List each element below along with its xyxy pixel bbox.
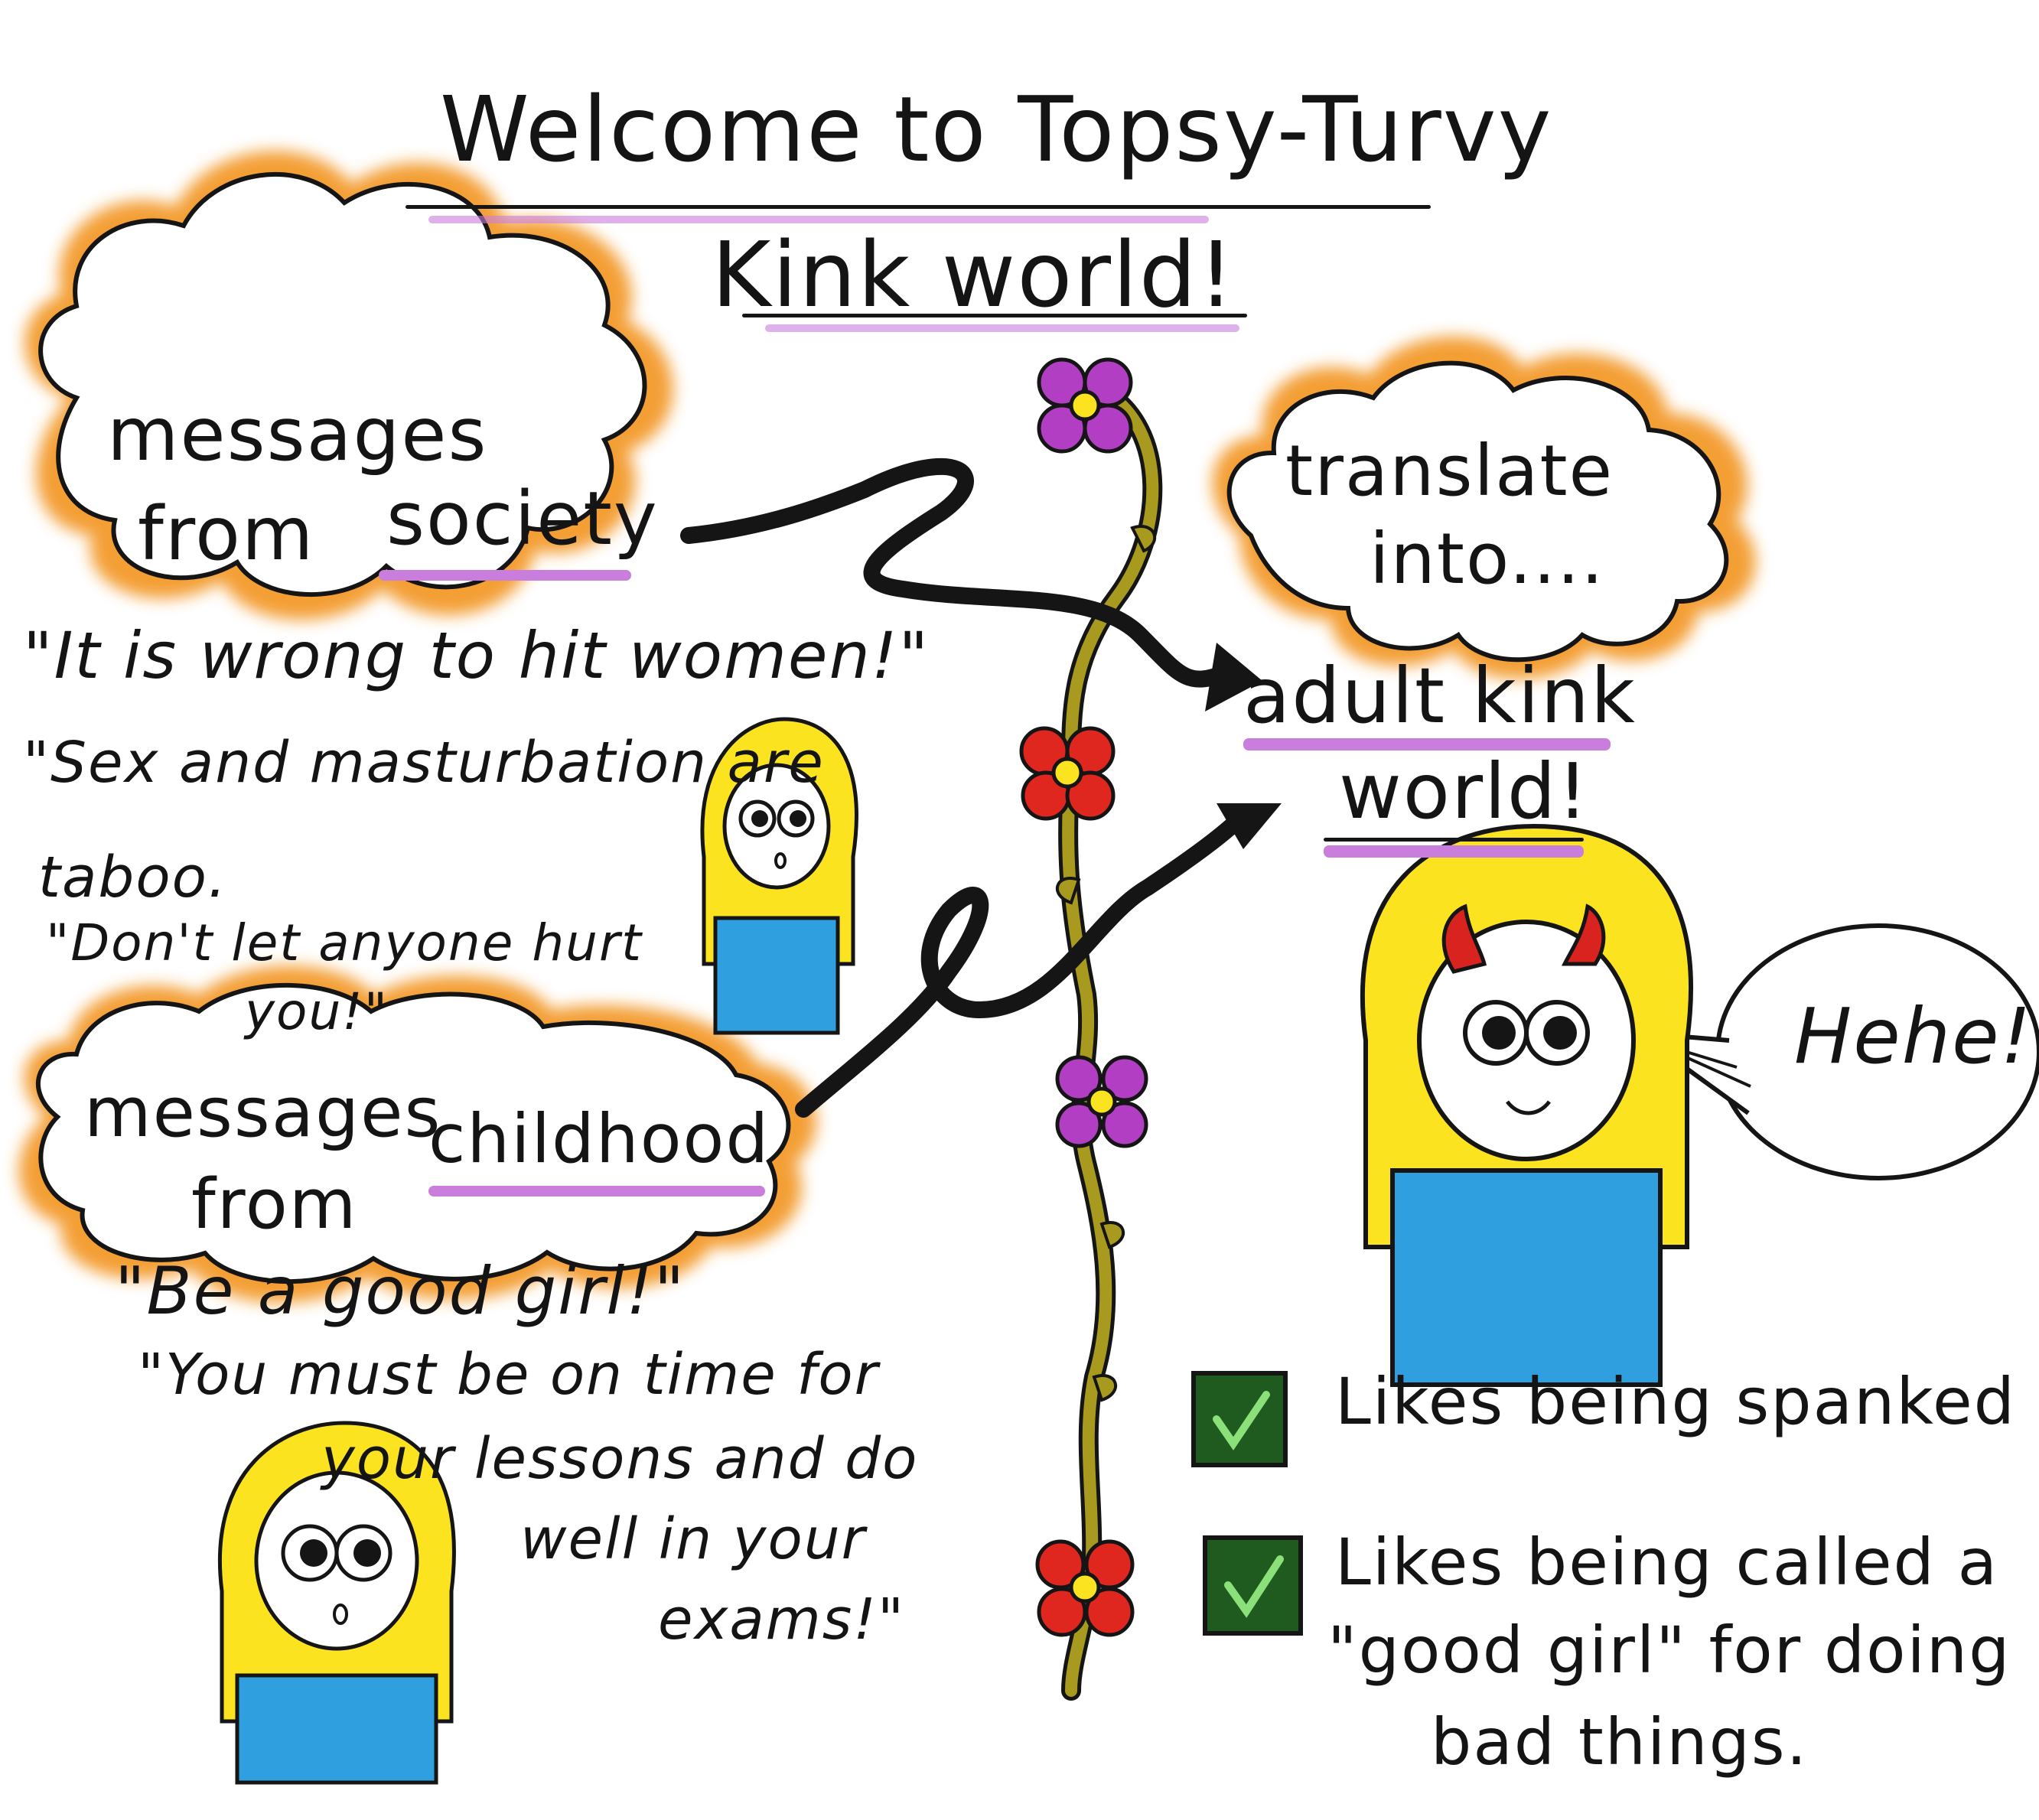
childhood-quote-5: exams!": [658, 1591, 905, 1648]
childhood-cloud-line1: messages: [84, 1079, 441, 1148]
vine: [1057, 390, 1155, 1691]
title-underline-1: [406, 205, 1431, 209]
girl-character: [1363, 826, 1691, 1385]
kink-world-line1: adult kink: [1243, 658, 1637, 734]
checklist-item-2-line1: Likes being called a: [1335, 1530, 1998, 1594]
flower-icon: [1039, 360, 1131, 451]
society-quote-3: taboo.: [38, 849, 227, 906]
society-quote-1: "It is wrong to hit women!": [23, 623, 930, 688]
flower-icon: [1057, 1057, 1146, 1146]
childhood-quote-2: "You must be on time for: [138, 1346, 879, 1403]
society-keyword-highlight: [379, 570, 631, 581]
arrow-icon: [803, 803, 1282, 1109]
checklist-item-2-line3: bad things.: [1431, 1710, 1808, 1774]
society-quote-5: you!": [245, 987, 389, 1037]
society-cloud-line1: messages: [107, 398, 487, 471]
society-cloud-keyword: society: [386, 482, 659, 555]
title-underline-2: [742, 314, 1247, 317]
kink-world-line2: world!: [1339, 754, 1589, 830]
society-quote-4: "Don't let anyone hurt: [46, 918, 643, 969]
society-cloud-line2: from: [138, 497, 314, 571]
translate-cloud-line2: into....: [1370, 524, 1605, 594]
title-line-2: Kink world!: [712, 230, 1236, 320]
title-line-1: Welcome to Topsy-Turvy: [440, 84, 1552, 174]
childhood-quote-4: well in your: [520, 1511, 866, 1568]
kink-world-underline-2: [1324, 838, 1584, 842]
childhood-quote-3: your lessons and do: [321, 1431, 918, 1487]
childhood-quote-1: "Be a good girl!": [115, 1258, 686, 1324]
kink-world-highlight-2: [1324, 845, 1584, 858]
speech-text: Hehe!: [1794, 998, 2033, 1075]
checkbox-icon: [1205, 1538, 1301, 1633]
childhood-keyword-highlight: [428, 1186, 765, 1197]
translate-cloud-line1: translate: [1285, 436, 1614, 506]
checklist-item-2-line2: "good girl" for doing: [1327, 1618, 2011, 1682]
checkbox-icon: [1194, 1373, 1285, 1465]
childhood-cloud-line2: from: [191, 1170, 357, 1239]
childhood-cloud-keyword: childhood: [428, 1105, 770, 1173]
title-highlight-2: [765, 324, 1239, 332]
checklist-item-1-line1: Likes being spanked: [1335, 1369, 2016, 1434]
flower-icon: [1021, 728, 1113, 819]
society-quote-2: "Sex and masturbation are: [23, 734, 825, 791]
